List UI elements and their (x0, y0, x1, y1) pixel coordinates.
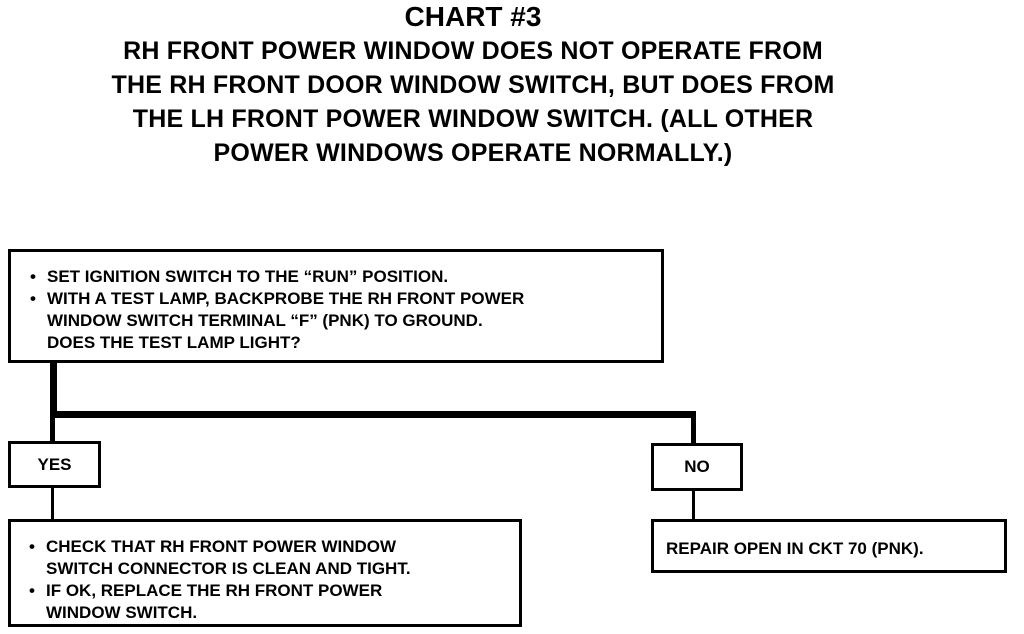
yes-action-box: • CHECK THAT RH FRONT POWER WINDOW SWITCH… (8, 519, 522, 627)
start-step-text: SET IGNITION SWITCH TO THE “RUN” POSITIO… (47, 267, 449, 286)
connector-no-drop (691, 418, 696, 444)
connector-yes-drop (50, 418, 55, 442)
yes-action-item: • CHECK THAT RH FRONT POWER WINDOW SWITCH… (29, 536, 511, 580)
yes-action-list: • CHECK THAT RH FRONT POWER WINDOW SWITCH… (29, 536, 511, 624)
start-step-item: • WITH A TEST LAMP, BACKPROBE THE RH FRON… (30, 288, 651, 354)
start-step-text: WITH A TEST LAMP, BACKPROBE THE RH FRONT… (47, 289, 525, 352)
yes-label: YES (37, 454, 72, 474)
no-result-box: REPAIR OPEN IN CKT 70 (PNK). (651, 519, 1007, 573)
bullet-icon: • (30, 289, 36, 308)
yes-label-box: YES (8, 441, 101, 488)
start-step-box: • SET IGNITION SWITCH TO THE “RUN” POSITI… (8, 249, 664, 363)
bullet-icon: • (30, 267, 36, 286)
yes-action-item: • IF OK, REPLACE THE RH FRONT POWER WINDO… (29, 580, 511, 624)
connector-no-to-result (692, 490, 695, 520)
bullet-icon: • (29, 581, 35, 600)
no-label-box: NO (651, 443, 743, 491)
bullet-icon: • (29, 537, 35, 556)
yes-action-text: CHECK THAT RH FRONT POWER WINDOW SWITCH … (46, 537, 411, 578)
problem-statement-line: RH FRONT POWER WINDOW DOES NOT OPERATE F… (123, 37, 823, 65)
connector-horizontal (50, 411, 696, 418)
no-result-text: REPAIR OPEN IN CKT 70 (PNK). (666, 539, 924, 558)
problem-statement: RH FRONT POWER WINDOW DOES NOT OPERATE F… (0, 34, 946, 170)
problem-statement-line: POWER WINDOWS OPERATE NORMALLY.) (213, 139, 733, 167)
problem-statement-line: THE LH FRONT POWER WINDOW SWITCH. (ALL O… (132, 105, 814, 133)
no-label: NO (684, 457, 710, 476)
connector-yes-to-action (51, 486, 54, 520)
problem-statement-line: THE RH FRONT DOOR WINDOW SWITCH, BUT DOE… (111, 71, 835, 99)
chart-title: CHART #3 (404, 1, 542, 32)
start-step-item: • SET IGNITION SWITCH TO THE “RUN” POSITI… (30, 266, 651, 288)
start-step-list: • SET IGNITION SWITCH TO THE “RUN” POSITI… (30, 266, 651, 354)
connector-start-down (50, 362, 57, 418)
yes-action-text: IF OK, REPLACE THE RH FRONT POWER WINDOW… (46, 581, 383, 622)
